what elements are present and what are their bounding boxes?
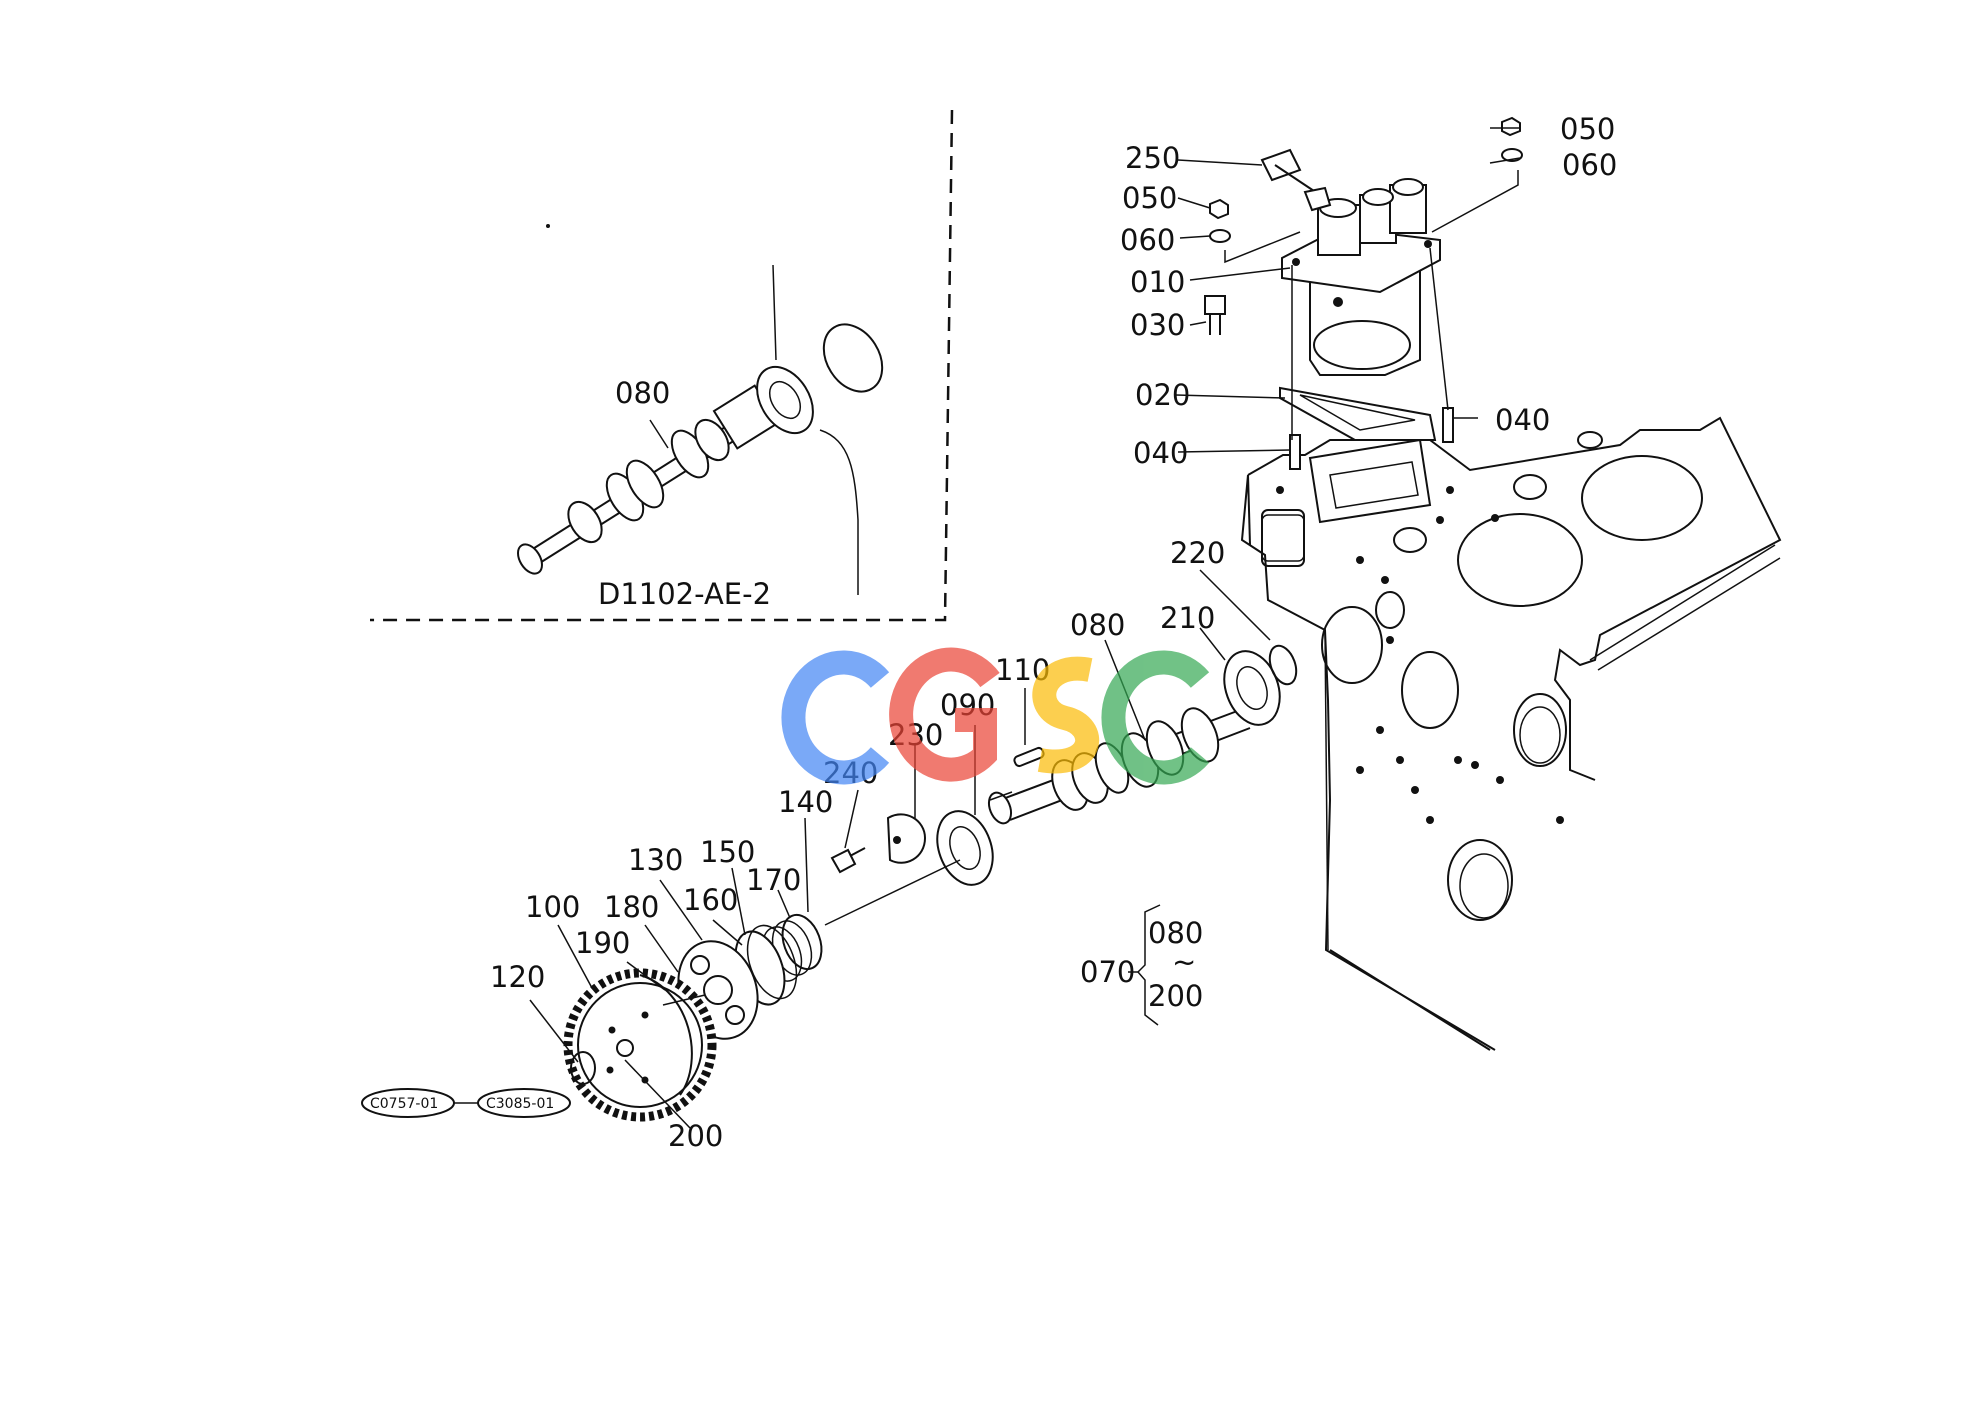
camshaft-assembly bbox=[563, 644, 1298, 1122]
inset-caption: D1102-AE-2 bbox=[598, 577, 771, 611]
inset-panel: 080 D1102-AE-2 bbox=[370, 109, 954, 622]
label-050-left: 050 bbox=[1122, 181, 1177, 215]
label-210: 210 bbox=[1160, 601, 1215, 635]
reference-2: C3085-01 bbox=[486, 1096, 554, 1112]
label-200: 200 bbox=[668, 1119, 723, 1153]
reference-1: C0757-01 bbox=[370, 1096, 438, 1112]
label-190: 190 bbox=[575, 926, 630, 960]
label-030: 030 bbox=[1130, 308, 1185, 342]
inset-cover bbox=[822, 323, 884, 393]
inset-label-080: 080 bbox=[615, 376, 670, 410]
inset-border bbox=[370, 109, 954, 622]
assembly-note: 070 080 ~ 200 bbox=[1080, 904, 1203, 1026]
reference-tags: C0757-01 C3085-01 bbox=[361, 1088, 571, 1118]
gear-100 bbox=[563, 968, 717, 1122]
label-040-right: 040 bbox=[1495, 403, 1550, 437]
gasket-020 bbox=[1279, 386, 1437, 441]
label-020: 020 bbox=[1135, 378, 1190, 412]
assembly-from: 080 bbox=[1148, 916, 1203, 950]
label-080: 080 bbox=[1070, 608, 1125, 642]
watermark-letter-s bbox=[1032, 656, 1100, 774]
bearing-090 bbox=[936, 810, 994, 886]
label-050-right: 050 bbox=[1560, 112, 1615, 146]
watermark-letter-c1 bbox=[781, 650, 890, 785]
bearing-210 bbox=[1223, 650, 1281, 726]
label-180: 180 bbox=[604, 890, 659, 924]
label-060-right: 060 bbox=[1562, 148, 1617, 182]
injection-pump bbox=[1204, 116, 1523, 470]
label-250: 250 bbox=[1125, 141, 1180, 175]
reference-oval-2 bbox=[477, 1088, 571, 1118]
label-120: 120 bbox=[490, 960, 545, 994]
inset-bearing bbox=[756, 365, 814, 435]
label-140: 140 bbox=[778, 785, 833, 819]
label-100: 100 bbox=[525, 890, 580, 924]
inset-camshaft bbox=[517, 264, 884, 595]
bolt-240 bbox=[830, 848, 857, 874]
clip-120 bbox=[570, 1051, 596, 1085]
watermark-logo bbox=[781, 647, 1210, 785]
label-160: 160 bbox=[683, 883, 738, 917]
watermark-letter-c2 bbox=[1101, 650, 1210, 785]
watermark-letter-g bbox=[889, 647, 1000, 782]
plate-230 bbox=[886, 813, 927, 864]
ring-220 bbox=[1268, 644, 1298, 686]
assembly-group: 070 bbox=[1080, 955, 1135, 989]
assembly-to: 200 bbox=[1148, 979, 1203, 1013]
label-060-left: 060 bbox=[1120, 223, 1175, 257]
assembly-tilde: ~ bbox=[1172, 945, 1196, 979]
label-040-left: 040 bbox=[1133, 436, 1188, 470]
part-labels: 250 050 060 010 030 020 040 050 060 040 … bbox=[490, 112, 1617, 1153]
label-220: 220 bbox=[1170, 536, 1225, 570]
label-170: 170 bbox=[746, 863, 801, 897]
label-150: 150 bbox=[700, 835, 755, 869]
label-130: 130 bbox=[628, 843, 683, 877]
engine-block bbox=[1240, 416, 1782, 1051]
label-010: 010 bbox=[1130, 265, 1185, 299]
